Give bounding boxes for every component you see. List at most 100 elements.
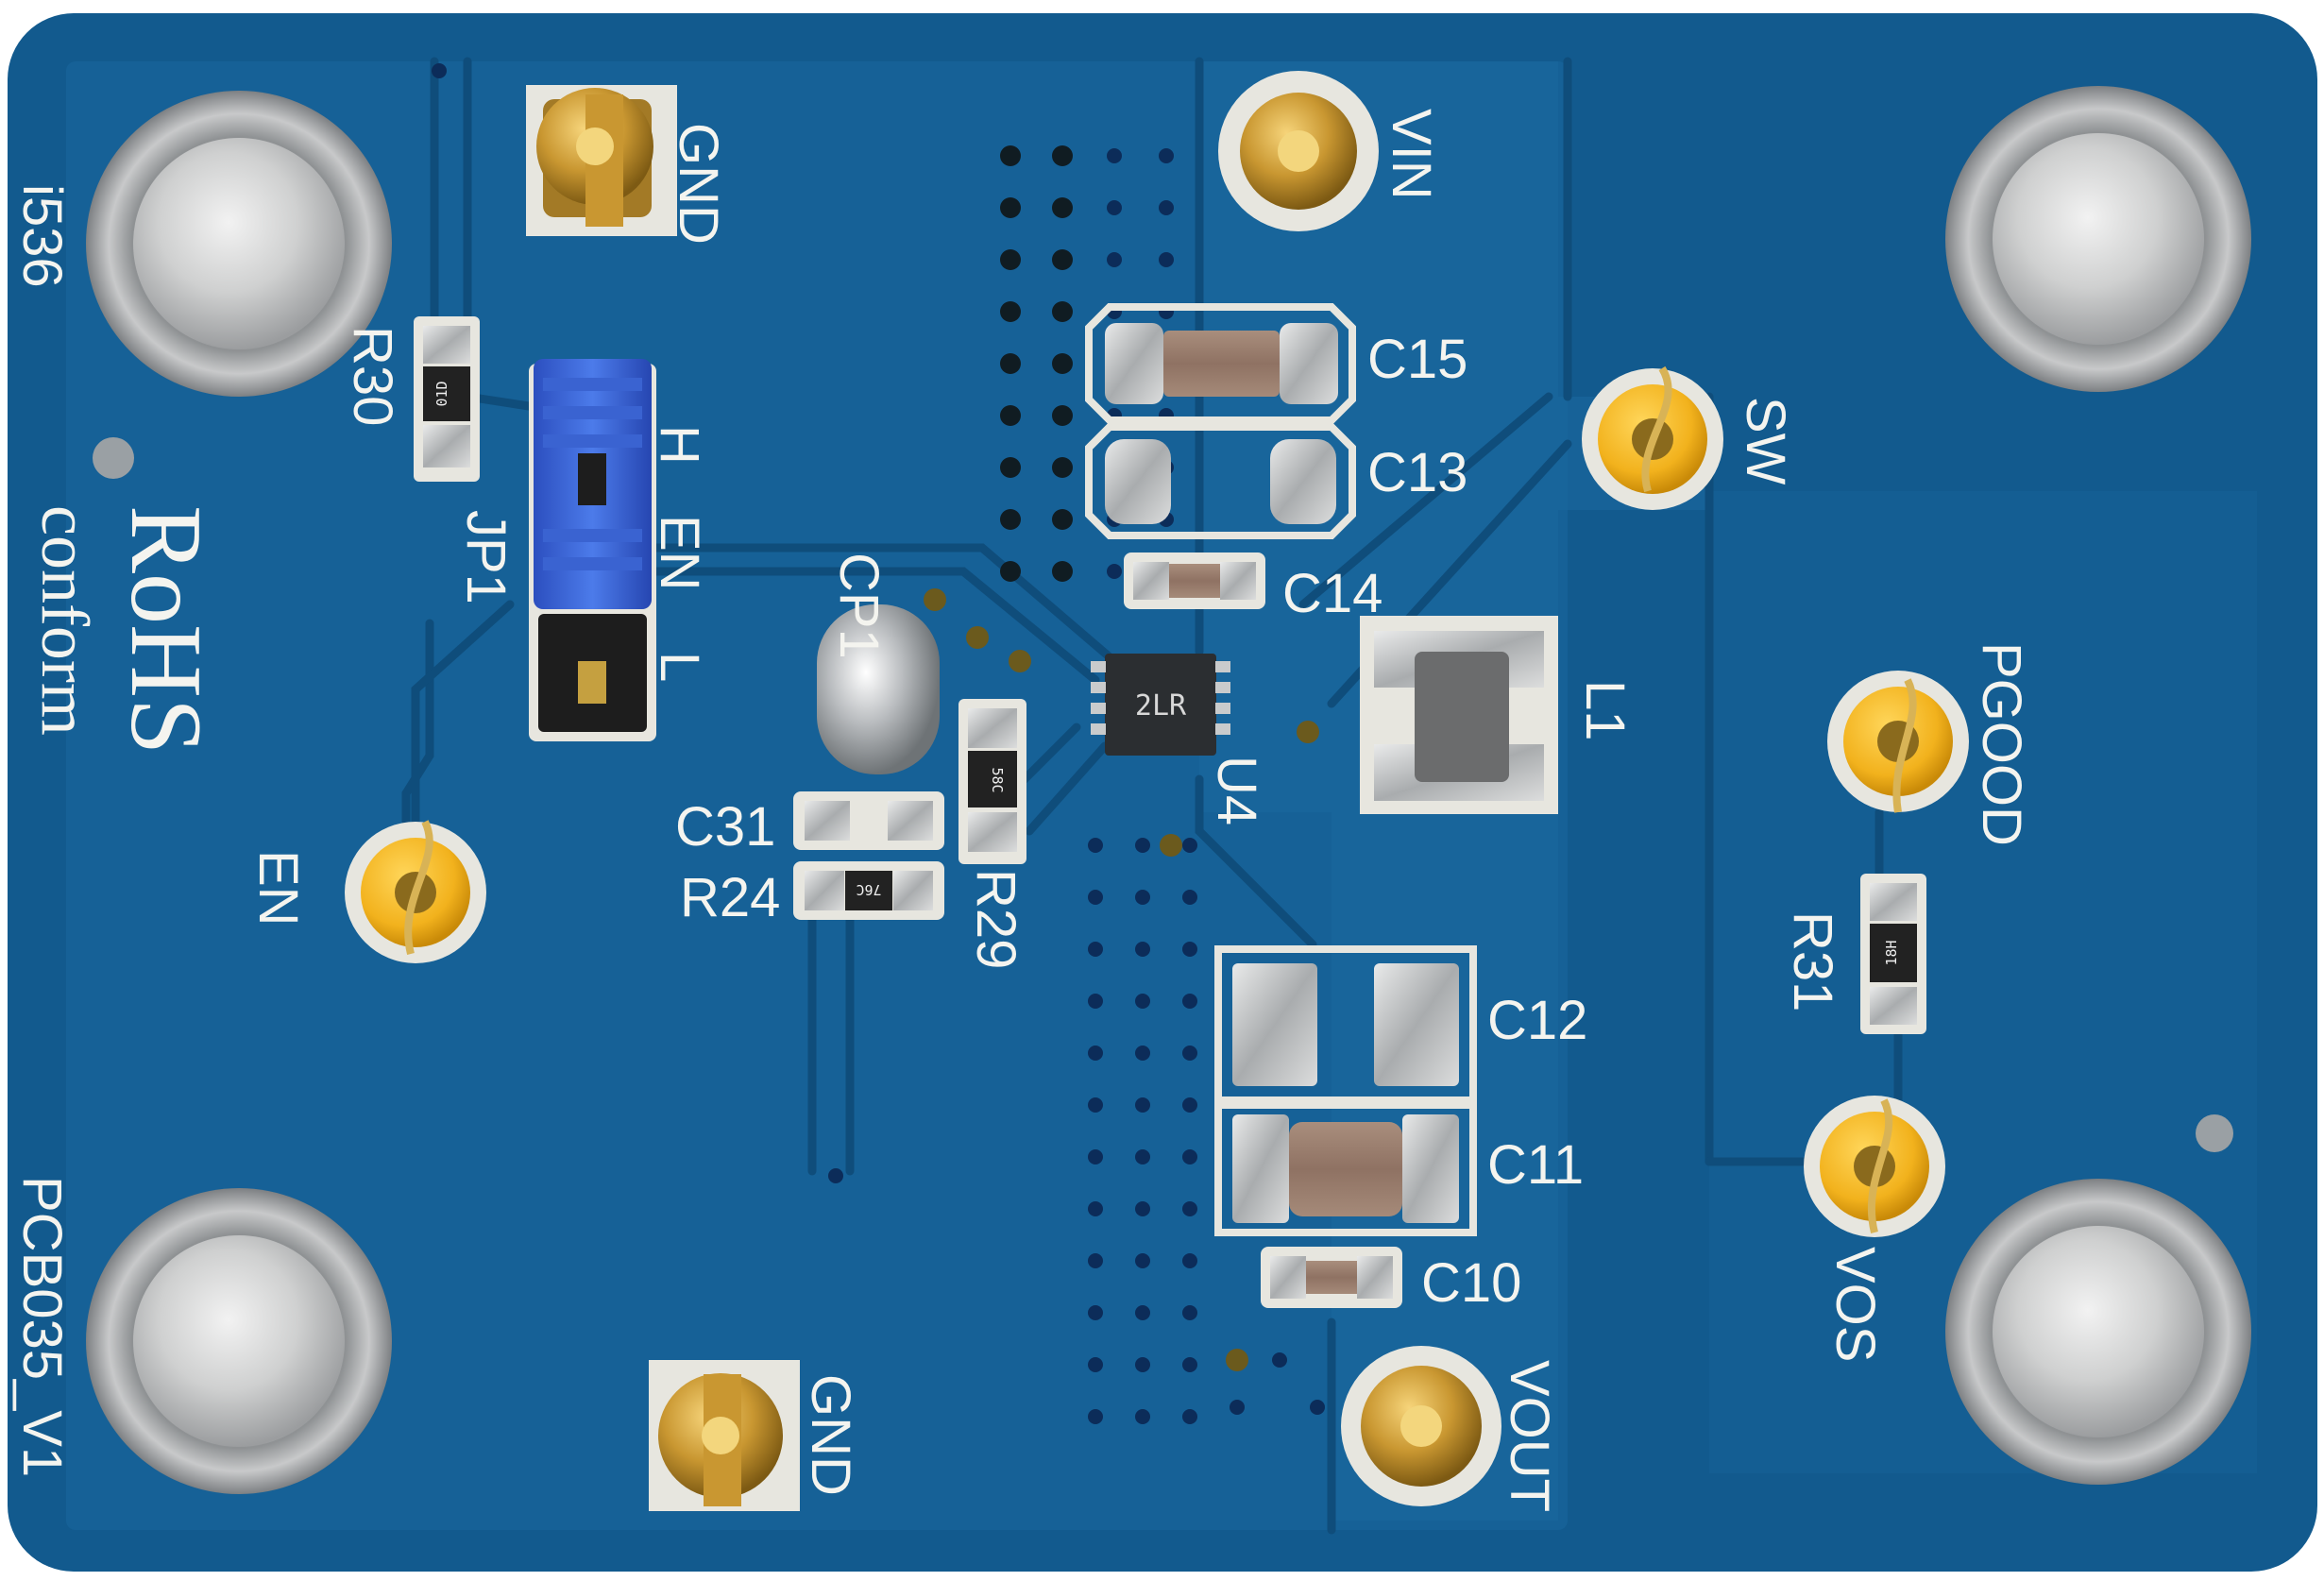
label-board-code: i536: [11, 184, 73, 288]
label-c13: C13: [1367, 442, 1467, 503]
via: [1000, 405, 1021, 426]
via: [1135, 942, 1150, 957]
via: [1000, 145, 1021, 166]
via: [1135, 1201, 1150, 1216]
via: [1230, 1400, 1245, 1415]
label-c12: C12: [1487, 990, 1587, 1051]
mounting-hole-tl: [86, 91, 392, 397]
fiducial-left: [93, 437, 134, 479]
test-point-sw[interactable]: [1582, 366, 1723, 510]
via: [1052, 561, 1073, 582]
via: [1182, 1201, 1197, 1216]
capacitor-c11: [1214, 1101, 1477, 1236]
via: [1088, 890, 1103, 905]
mounting-hole-tr: [1945, 86, 2251, 392]
via: [1088, 1409, 1103, 1424]
via: [1088, 1305, 1103, 1320]
via: [1160, 834, 1182, 857]
via: [1088, 1097, 1103, 1113]
test-point-vos[interactable]: [1804, 1096, 1945, 1237]
label-sw: SW: [1735, 397, 1796, 485]
label-rohs: RoHS: [110, 505, 222, 755]
via: [1088, 1253, 1103, 1268]
via: [1272, 1352, 1287, 1368]
via: [1000, 197, 1021, 218]
via: [1182, 890, 1197, 905]
via: [828, 1168, 843, 1183]
sma-connector-vin[interactable]: [1218, 71, 1379, 231]
via: [1052, 197, 1073, 218]
test-point-en[interactable]: [345, 820, 486, 963]
via: [1135, 1253, 1150, 1268]
via: [1052, 249, 1073, 270]
via: [1135, 1097, 1150, 1113]
via: [1000, 249, 1021, 270]
label-c31: C31: [675, 796, 775, 858]
via: [1135, 1409, 1150, 1424]
label-pgood: PGOOD: [1971, 642, 2032, 846]
via: [1182, 838, 1197, 853]
capacitor-c14: [1124, 552, 1265, 609]
via: [1052, 301, 1073, 322]
via: [432, 63, 447, 78]
label-c15: C15: [1367, 329, 1467, 390]
label-c14: C14: [1282, 563, 1383, 624]
via: [1107, 252, 1122, 267]
via: [1000, 561, 1021, 582]
capacitor-c15: [1085, 303, 1356, 424]
test-point-pgood[interactable]: [1827, 671, 1969, 813]
via: [1135, 1149, 1150, 1164]
label-jumper-l: L: [649, 652, 710, 682]
resistor-r31: 18H: [1860, 874, 1926, 1034]
via: [1000, 457, 1021, 478]
via: [1088, 1357, 1103, 1372]
via: [1182, 1149, 1197, 1164]
via: [1159, 252, 1174, 267]
via: [1182, 1046, 1197, 1061]
via: [1107, 200, 1122, 215]
via: [1000, 353, 1021, 374]
label-vin: VIN: [1381, 109, 1442, 200]
mounting-hole-bl: [86, 1188, 392, 1494]
via: [1135, 994, 1150, 1009]
via: [1009, 650, 1031, 672]
via-field: [432, 63, 1325, 1424]
label-l1: L1: [1574, 680, 1636, 741]
mounting-hole-br: [1945, 1179, 2251, 1485]
resistor-r24-marking: 76C: [856, 881, 881, 898]
via: [1107, 148, 1122, 163]
via: [1088, 1149, 1103, 1164]
via: [1135, 1305, 1150, 1320]
via: [1052, 145, 1073, 166]
via: [1159, 200, 1174, 215]
label-rohs-conform: conform: [27, 505, 103, 736]
resistor-r24: 76C: [793, 861, 944, 920]
via: [1135, 890, 1150, 905]
capacitor-c13: [1085, 423, 1356, 539]
via: [1182, 942, 1197, 957]
sma-connector-vout[interactable]: [1341, 1346, 1501, 1506]
via: [1088, 1201, 1103, 1216]
via: [1135, 1046, 1150, 1061]
sma-connector-gnd-bottom[interactable]: [649, 1360, 800, 1511]
jumper-jp1[interactable]: [529, 359, 656, 741]
resistor-r30: 01D: [414, 316, 480, 482]
via: [1182, 1357, 1197, 1372]
label-c10: C10: [1421, 1252, 1521, 1314]
resistor-r29-marking: 58C: [989, 767, 1006, 792]
via: [1159, 148, 1174, 163]
label-en: EN: [247, 850, 309, 926]
via: [1088, 994, 1103, 1009]
label-cp1: CP1: [828, 552, 890, 659]
via: [1000, 301, 1021, 322]
capacitor-cp1: [817, 604, 940, 774]
label-jumper-h: H: [649, 425, 710, 465]
label-vout: VOUT: [1499, 1360, 1560, 1512]
ic-u4-marking: 2LR: [1135, 689, 1187, 722]
resistor-r31-marking: 18H: [1883, 940, 1900, 965]
via: [1088, 838, 1103, 853]
via: [1088, 942, 1103, 957]
sma-connector-gnd-top[interactable]: [526, 85, 677, 236]
resistor-r29: 58C: [958, 699, 1026, 864]
